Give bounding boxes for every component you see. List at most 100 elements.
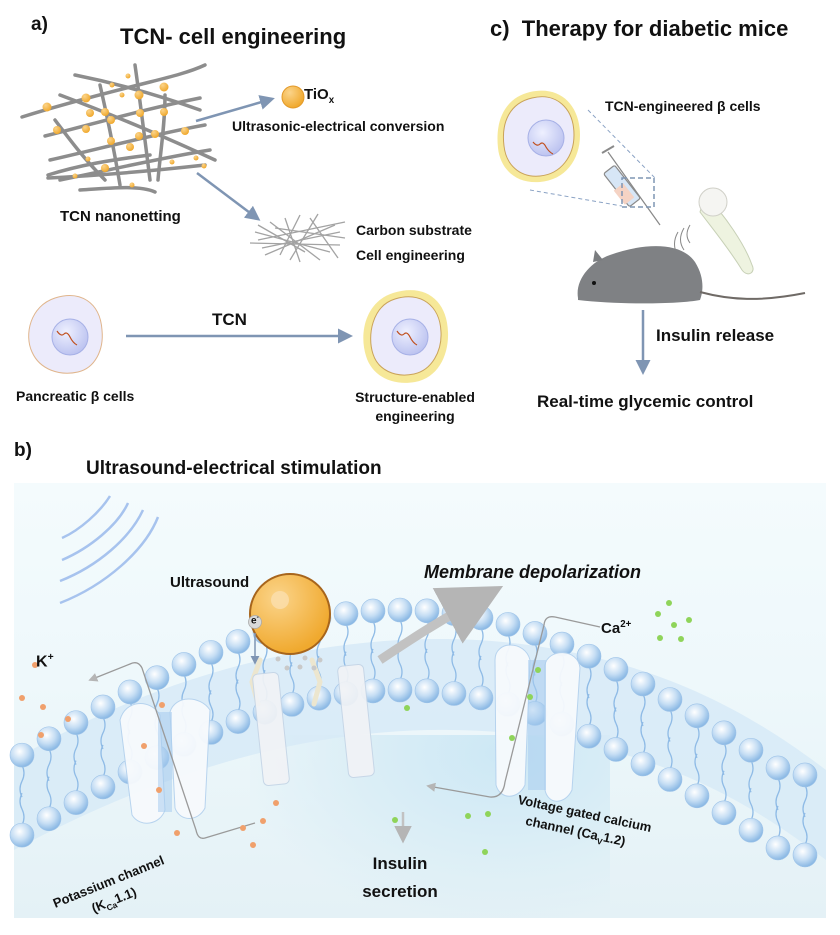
lipid-head: [225, 629, 251, 654]
insulin-release-label: Insulin release: [656, 326, 775, 345]
ultrasound-probe-icon: [674, 187, 754, 275]
lipid-head: [63, 710, 89, 735]
lipid-head: [792, 762, 818, 788]
lipid-head: [90, 694, 116, 720]
lipid-tail: [73, 732, 79, 793]
tcn-arrow-label: TCN: [212, 310, 247, 329]
lipid-head: [738, 817, 764, 843]
k-ions: [19, 662, 279, 848]
lipid-head: [711, 800, 737, 826]
lipid-head: [684, 783, 710, 809]
lipid-head: [279, 692, 305, 717]
panel-a-label: a): [31, 14, 48, 35]
arrow-to-carbon: [196, 172, 261, 221]
lipid-head: [603, 737, 629, 762]
pancreatic-cell-icon: [28, 295, 103, 374]
panel-c-title-text: Therapy for diabetic mice: [521, 16, 789, 41]
lipid-tail: [208, 662, 214, 723]
lipid-tail: [748, 759, 754, 821]
lipid-head: [468, 605, 494, 631]
lipid-tail: [586, 665, 592, 727]
electron-icon: [248, 615, 262, 629]
lipid-head: [657, 687, 683, 712]
lipid-head: [333, 601, 359, 626]
membrane-band: [14, 639, 826, 860]
lipid-head: [657, 767, 683, 792]
lipid-head: [225, 709, 251, 734]
lipid-head: [36, 726, 62, 752]
k-efflux-path: [88, 662, 256, 839]
lipid-head: [468, 685, 494, 711]
panel-a-title: TCN- cell engineering: [120, 24, 347, 49]
engineered-cell-icon: [363, 290, 449, 383]
engineered-cells-label: TCN-engineered β cells: [605, 98, 761, 114]
depolarization-label: Membrane depolarization: [424, 562, 642, 582]
zoom-line-top: [587, 109, 656, 179]
lipid-head: [387, 597, 413, 623]
lipid-head: [387, 677, 413, 703]
ca-influx-path: [426, 616, 601, 798]
panel-b-title: Ultrasound-electrical stimulation: [86, 458, 382, 479]
k-ion-label: K+: [36, 652, 54, 671]
lipid-head: [198, 640, 224, 665]
lipid-tail: [667, 709, 673, 770]
ca-ion-label: Ca2+: [601, 619, 632, 637]
mouse-icon: [577, 246, 806, 304]
lipid-head: [738, 737, 764, 763]
lipid-head: [63, 790, 89, 815]
tiox-particles: [42, 73, 207, 188]
lipid-head: [711, 720, 737, 746]
glycemic-control-label: Real-time glycemic control: [537, 392, 754, 411]
tiox-label: TiOx: [304, 86, 335, 106]
cell-engineering-label: Cell engineering: [356, 247, 465, 263]
lipid-tail: [775, 777, 781, 839]
panel-c-title: c) Therapy for diabetic mice: [490, 16, 788, 42]
zoom-line-bottom: [529, 189, 623, 207]
ultrasound-waves-icon: [59, 495, 160, 605]
potassium-channel-icon: [119, 698, 211, 824]
pancreatic-cells-label: Pancreatic β cells: [16, 388, 135, 404]
lipid-tail: [640, 693, 646, 755]
insulin-label-line2: secretion: [362, 882, 438, 901]
lipid-head: [90, 774, 116, 800]
lipid-head: [684, 703, 710, 729]
structure-label-line1: Structure-enabled: [355, 389, 475, 405]
lipid-head: [765, 835, 791, 861]
ultrasonic-conversion-label: Ultrasonic-electrical conversion: [232, 118, 445, 134]
lipid-head: [117, 679, 143, 705]
lipid-head: [495, 612, 521, 637]
lipid-head: [576, 643, 602, 669]
lipid-tail: [721, 742, 727, 804]
lipid-tail: [235, 651, 241, 712]
lipid-tail: [370, 620, 376, 682]
tcn-nanonet-icon: [20, 63, 217, 194]
tiox-anchor-proteins: [249, 657, 375, 787]
lipid-head: [414, 678, 440, 704]
lipid-head: [360, 598, 386, 624]
arrow-to-tiox: [195, 95, 275, 123]
panel-c-label: c): [490, 16, 510, 41]
panel-b-label: b): [14, 440, 32, 461]
syringe-icon: [601, 145, 661, 226]
lipid-head: [630, 751, 656, 777]
ultrasound-label: Ultrasound: [170, 574, 250, 591]
lipid-tail: [46, 748, 52, 810]
depolarization-arrow: [377, 586, 504, 664]
lipid-tail: [100, 716, 106, 778]
lipid-tail: [19, 764, 25, 826]
carbon-substrate-icon: [249, 213, 346, 263]
lipid-head: [9, 822, 35, 848]
lipid-head: [36, 806, 62, 832]
insulin-secretion-label: Insulin secretion: [350, 850, 450, 906]
insulin-label-line1: Insulin: [372, 854, 428, 873]
structure-label-line2: engineering: [375, 408, 455, 424]
electron-label: e-: [251, 614, 259, 627]
ca-ions: [392, 600, 692, 855]
structure-enabled-label: Structure-enabled engineering: [350, 388, 480, 426]
lipid-head: [630, 671, 656, 697]
lipid-tail: [613, 679, 619, 740]
electron-dots: [275, 655, 323, 671]
tiox-nanoparticle-icon: [249, 573, 331, 655]
